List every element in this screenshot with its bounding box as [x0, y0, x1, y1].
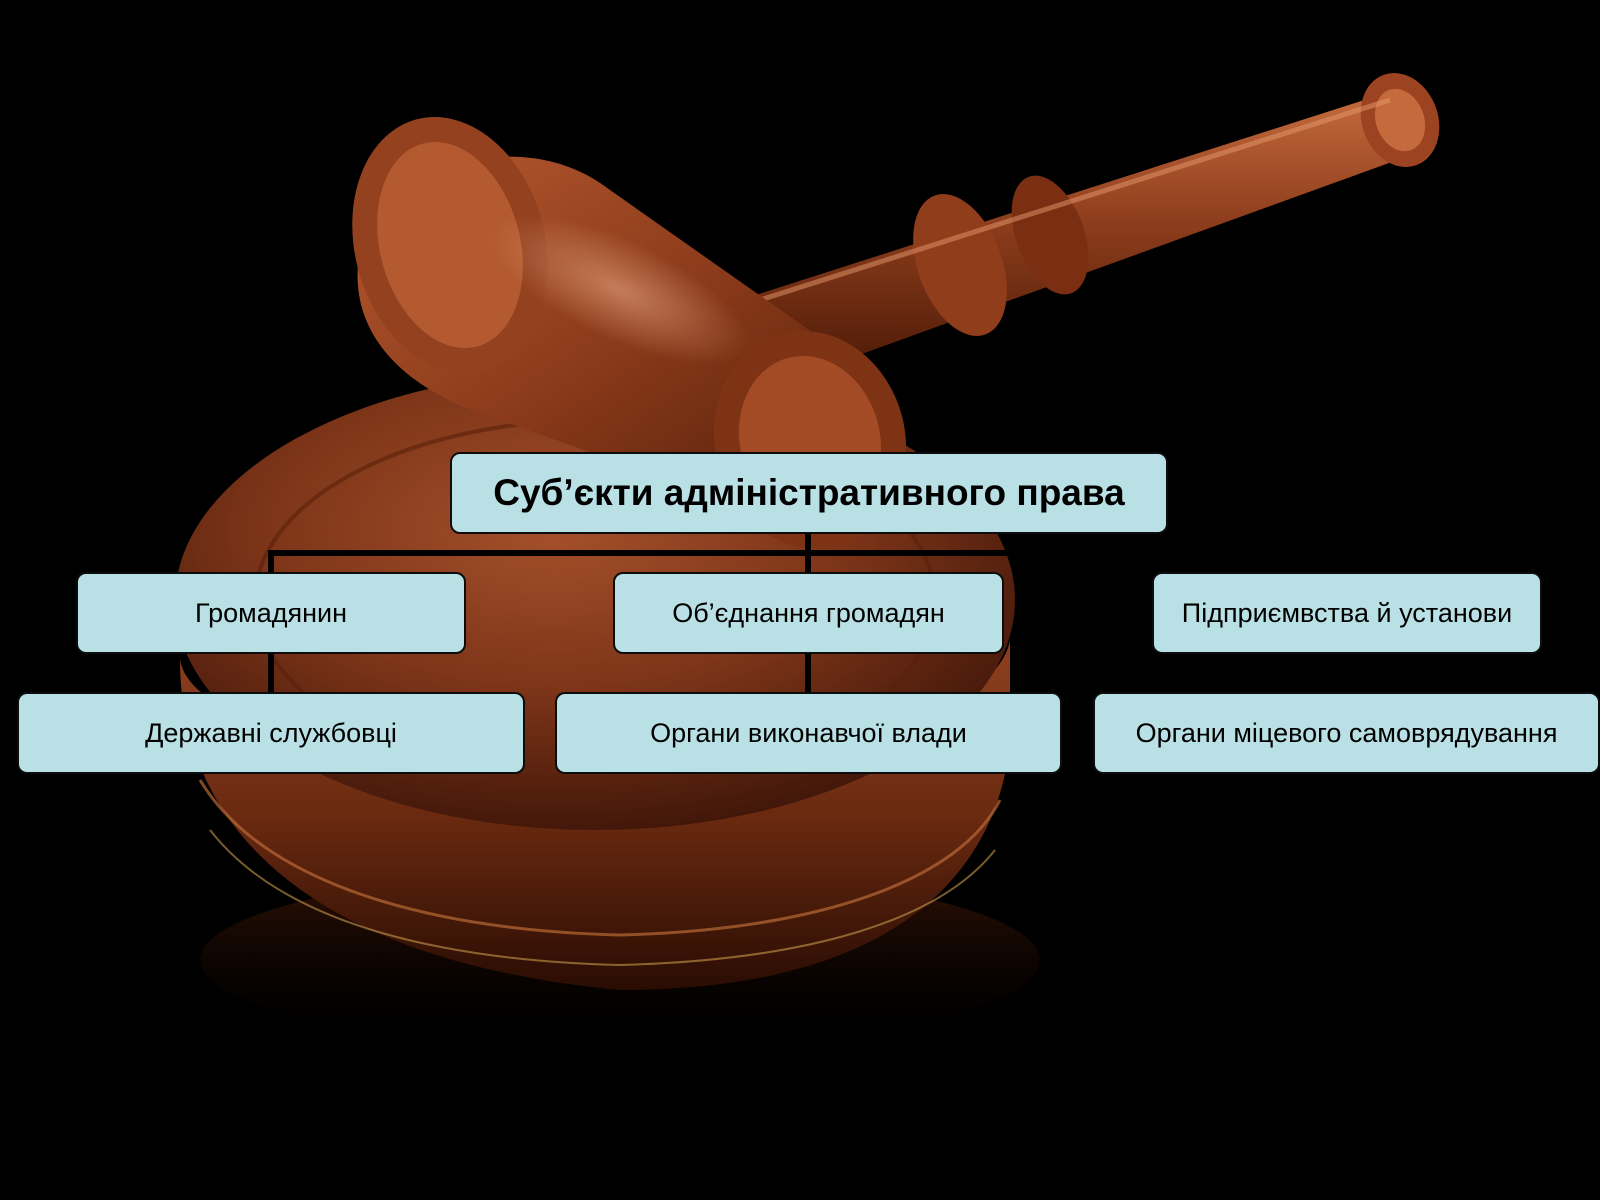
- node-enterprises: Підприємвства й установи: [1152, 572, 1542, 654]
- connector-left-drop: [268, 550, 274, 572]
- connector-left-lower: [268, 652, 274, 694]
- connector-root-stem: [805, 532, 811, 557]
- connector-center-lower: [805, 652, 811, 694]
- connector-center-drop: [805, 550, 811, 572]
- root-node: Суб’єкти адміністративного права: [450, 452, 1168, 534]
- sound-block-ring: [198, 779, 1002, 937]
- node-civil-servants: Державні службовці: [17, 692, 525, 774]
- node-associations: Об’єднання громадян: [613, 572, 1004, 654]
- node-executive-bodies: Органи виконавчої влади: [555, 692, 1062, 774]
- connector-horizontal: [268, 550, 1368, 556]
- node-citizen: Громадянин: [76, 572, 466, 654]
- node-local-government: Органи міцевого самоврядування: [1093, 692, 1600, 774]
- sound-block-ring: [209, 829, 996, 967]
- gavel-handle: [740, 73, 1440, 380]
